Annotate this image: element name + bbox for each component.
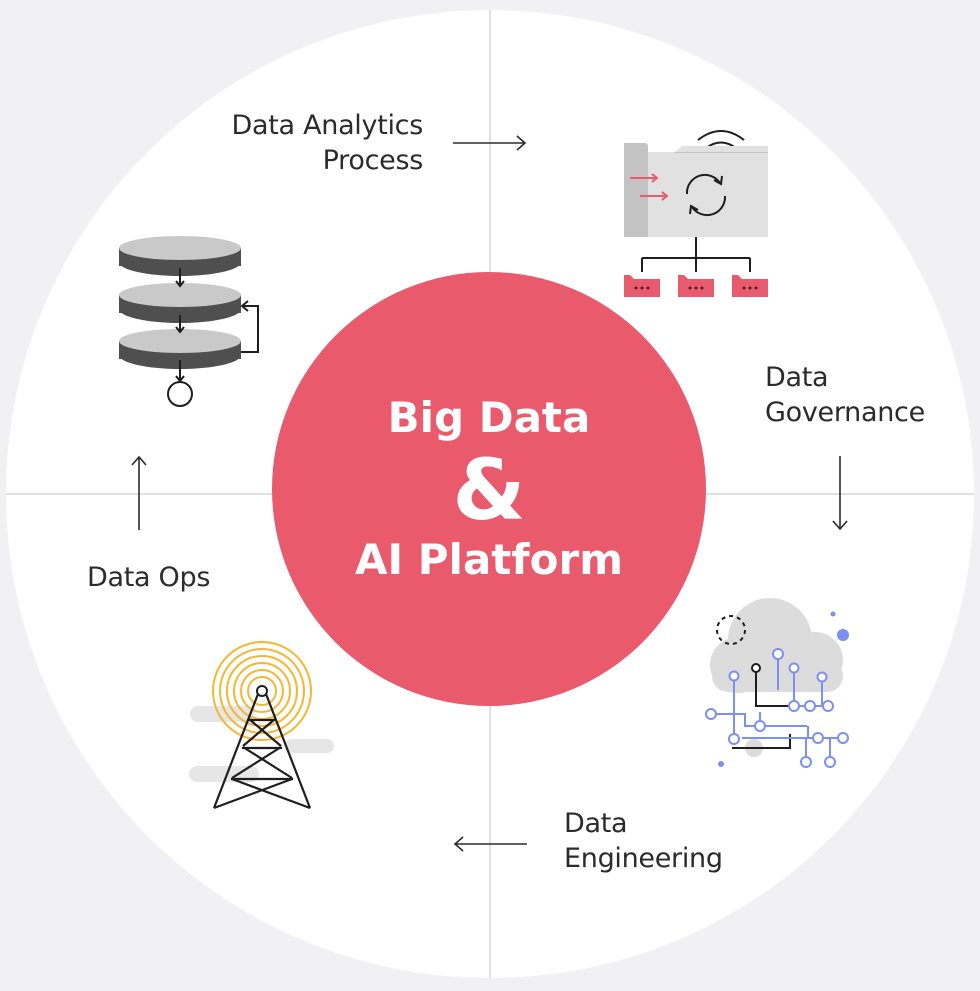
cloud-circuit-icon (705, 598, 849, 768)
center-title: Big Data & AI Platform (272, 272, 706, 706)
folder-sync-icon (624, 130, 768, 297)
arrow-left (453, 836, 527, 852)
arrow-right (453, 135, 527, 151)
label-line: Data Analytics (231, 110, 424, 141)
label-line: Data (564, 808, 628, 839)
label-line: Data (765, 362, 829, 393)
center-circle (272, 272, 706, 706)
radio-tower-icon (189, 641, 334, 810)
label-data-analytics-process: Data Analytics Process (231, 108, 424, 178)
center-title-line2: AI Platform (355, 535, 623, 584)
label-data-engineering: Data Engineering (564, 806, 723, 876)
label-data-ops: Data Ops (87, 560, 210, 595)
label-line: Process (322, 145, 424, 176)
label-data-governance: Data Governance (765, 360, 925, 430)
label-line: Engineering (564, 843, 723, 874)
database-stack-icon (119, 236, 259, 407)
center-title-line1: Big Data (387, 393, 591, 442)
arrow-up (131, 455, 147, 530)
center-ampersand: & (452, 441, 526, 539)
label-line: Governance (765, 397, 925, 428)
arrow-down (832, 456, 848, 531)
label-line: Data Ops (87, 562, 211, 593)
